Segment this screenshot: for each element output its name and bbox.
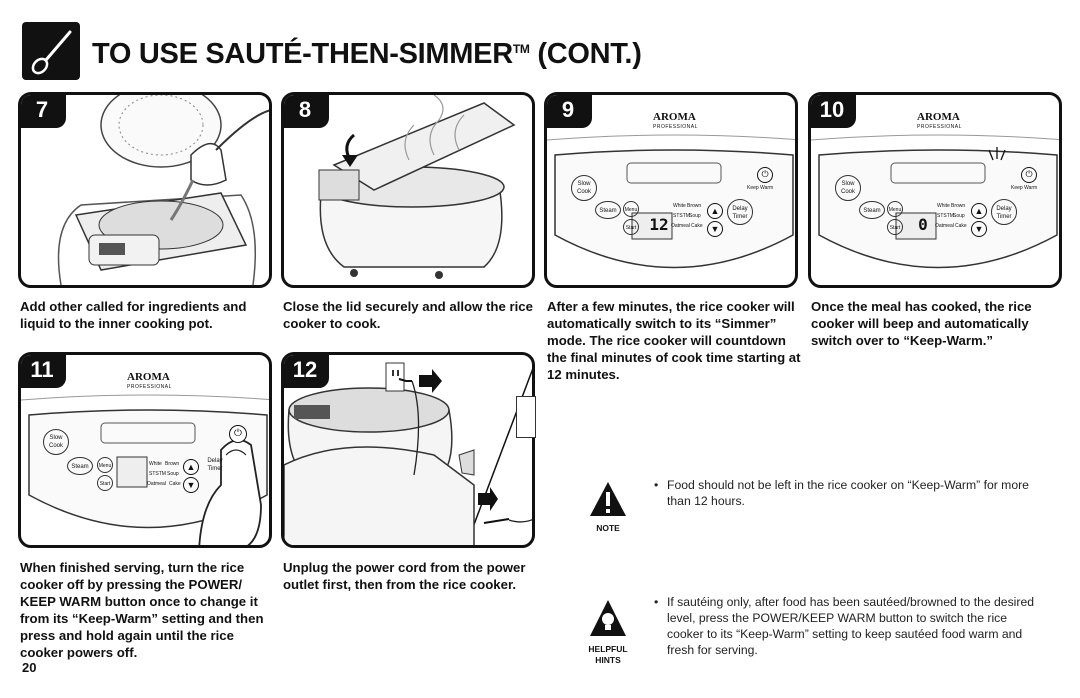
step-12-badge: 12 (284, 355, 329, 388)
note-text: •Food should not be left in the rice coo… (654, 478, 1029, 508)
slow-cook-button: Slow Cook (571, 175, 597, 201)
menu-option-brown: Brown (165, 461, 180, 467)
steam-button: Steam (859, 201, 885, 219)
power-icon: ⏻ (1021, 167, 1037, 183)
down-arrow-icon: ▼ (971, 221, 987, 237)
step-7-caption: Add other called for ingredients and liq… (20, 299, 247, 331)
timer-display: 12 (649, 215, 669, 234)
step-8-caption: Close the lid securely and allow the ric… (283, 299, 533, 331)
step-8-badge: 8 (284, 95, 329, 128)
step-11-caption: When finished serving, turn the rice coo… (20, 560, 264, 660)
menu-option-cake: Cake (169, 481, 181, 487)
step-11-badge: 11 (21, 355, 66, 388)
delay-timer-button: Delay Timer (991, 199, 1017, 225)
step-9-illustration: AROMA PROFESSIONAL Slow Cook Steam Menu … (544, 92, 798, 288)
up-arrow-icon: ▲ (971, 203, 987, 219)
lightbulb-icon (588, 598, 628, 643)
step-12-caption: Unplug the power cord from the power out… (283, 560, 526, 592)
step-11-illustration: AROMA PROFESSIONAL Slow Cook Steam Menu … (18, 352, 272, 548)
brand-sub: PROFESSIONAL (127, 384, 172, 390)
page-title: TO USE SAUTÉ-THEN-SIMMERTM (CONT.) (92, 38, 642, 70)
note-label: NOTE (596, 523, 620, 533)
step-9-caption: After a few minutes, the rice cooker wil… (547, 299, 801, 382)
menu-option-white: White (673, 203, 686, 209)
step-9-badge: 9 (547, 95, 592, 128)
step-10-illustration: AROMA PROFESSIONAL Slow Cook Steam Menu … (808, 92, 1062, 288)
menu-option-soup: Soup (689, 213, 701, 219)
wall-outlet-icon (516, 396, 536, 438)
keep-warm-label: Keep Warm (747, 185, 774, 191)
start-button: Start (623, 219, 639, 235)
step-10-badge: 10 (811, 95, 856, 128)
brand-logo: AROMA (127, 371, 170, 383)
delay-timer-button: Delay Timer (727, 199, 753, 225)
menu-option-brown: Brown (687, 203, 702, 209)
start-button: Start (97, 475, 113, 491)
brand-logo: AROMA (917, 111, 960, 123)
warning-icon (588, 480, 628, 523)
up-arrow-icon: ▲ (183, 459, 199, 475)
step-10-caption: Once the meal has cooked, the rice cooke… (811, 299, 1032, 348)
power-icon: ⏻ (229, 425, 247, 443)
timer-display: 0 (918, 215, 928, 234)
keep-warm-label: Keep Warm (1011, 185, 1038, 191)
step-8-illustration: 8 (281, 92, 535, 288)
step-7-illustration: 7 (18, 92, 272, 288)
delay-timer-button: Delay Timer (207, 458, 223, 472)
menu-button: Menu (623, 201, 639, 217)
slow-cook-button: Slow Cook (835, 175, 861, 201)
menu-option-oatmeal: Oatmeal (671, 223, 690, 229)
menu-option-oatmeal: Oatmeal (935, 223, 954, 229)
menu-option-soup: Soup (167, 471, 179, 477)
bullet-icon: • (654, 478, 659, 492)
steam-button: Steam (67, 457, 93, 475)
down-arrow-icon: ▼ (707, 221, 723, 237)
menu-option-saute: STSTM (937, 213, 954, 219)
step-12-illustration: 12 (281, 352, 535, 548)
hints-label: HINTS (595, 655, 621, 665)
brand-logo: AROMA (653, 111, 696, 123)
menu-option-brown: Brown (951, 203, 966, 209)
menu-option-oatmeal: Oatmeal (147, 481, 166, 487)
hints-text: •If sautéing only, after food has been s… (654, 595, 1035, 657)
power-icon: ⏻ (757, 167, 773, 183)
up-arrow-icon: ▲ (707, 203, 723, 219)
menu-button: Menu (887, 201, 903, 217)
start-button: Start (887, 219, 903, 235)
slow-cook-button: Slow Cook (43, 429, 69, 455)
menu-option-saute: STSTM (673, 213, 690, 219)
steam-button: Steam (595, 201, 621, 219)
menu-option-white: White (149, 461, 162, 467)
step-7-badge: 7 (21, 95, 66, 128)
page-number: 20 (22, 660, 37, 675)
brand-sub: PROFESSIONAL (653, 124, 698, 130)
menu-option-saute: STSTM (149, 471, 166, 477)
menu-option-cake: Cake (955, 223, 967, 229)
menu-option-white: White (937, 203, 950, 209)
down-arrow-icon: ▼ (183, 477, 199, 493)
menu-option-soup: Soup (953, 213, 965, 219)
brand-sub: PROFESSIONAL (917, 124, 962, 130)
menu-option-cake: Cake (691, 223, 703, 229)
menu-button: Menu (97, 457, 113, 473)
helpful-label: HELPFUL (588, 644, 628, 654)
spoon-icon (22, 22, 80, 80)
bullet-icon: • (654, 595, 659, 609)
